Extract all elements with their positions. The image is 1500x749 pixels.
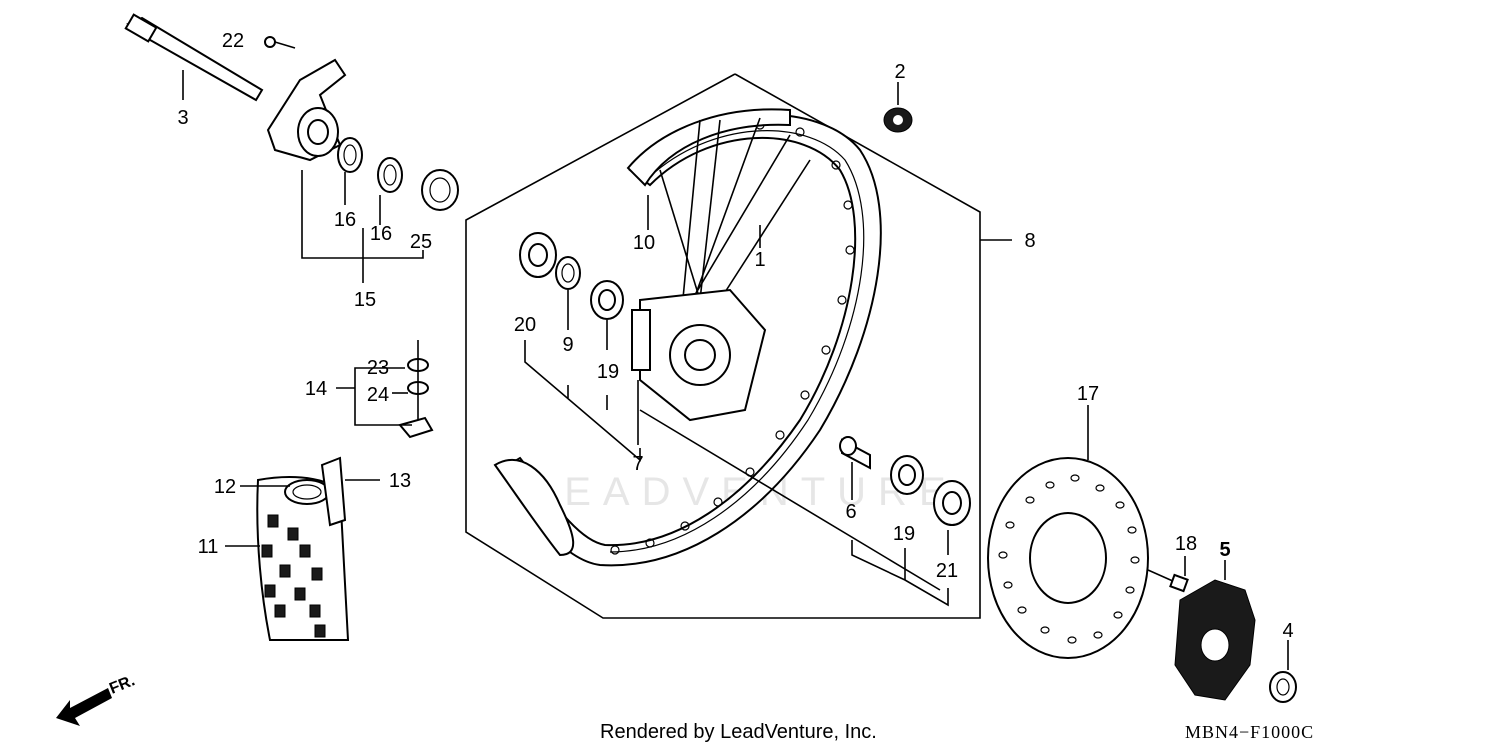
callout-16a: 16 bbox=[334, 209, 356, 231]
rim-band-13 bbox=[320, 456, 347, 527]
washer-16a bbox=[337, 137, 363, 173]
credit-text: Rendered by LeadVenture, Inc. bbox=[600, 721, 877, 743]
rim-band-upper bbox=[626, 108, 791, 187]
callout-15: 15 bbox=[354, 289, 376, 311]
bearing-20 bbox=[519, 232, 557, 278]
tire-11 bbox=[256, 476, 350, 641]
spacer-6 bbox=[839, 436, 871, 470]
washer-16b bbox=[377, 157, 403, 193]
callout-23: 23 bbox=[367, 357, 389, 379]
leader-14 bbox=[354, 367, 412, 426]
tube-12 bbox=[284, 479, 330, 505]
leader-axis bbox=[639, 409, 941, 591]
rim-band-lower bbox=[493, 459, 575, 557]
callout-4: 4 bbox=[1282, 620, 1293, 642]
bearing-19-left bbox=[590, 280, 624, 320]
collar-4 bbox=[1269, 671, 1297, 703]
callout-16b: 16 bbox=[370, 223, 392, 245]
callout-21: 21 bbox=[936, 560, 958, 582]
valve-stem bbox=[398, 340, 434, 439]
axle-3 bbox=[124, 13, 264, 102]
wheel-hub bbox=[631, 288, 767, 422]
bearing-19-right bbox=[890, 455, 924, 495]
callout-3: 3 bbox=[177, 107, 188, 129]
retainer-9 bbox=[555, 256, 581, 290]
callout-14: 14 bbox=[305, 378, 327, 400]
seal-21 bbox=[933, 480, 971, 526]
callout-8: 8 bbox=[1024, 230, 1035, 252]
callout-10: 10 bbox=[633, 232, 655, 254]
callout-19a: 19 bbox=[597, 361, 619, 383]
gear-25 bbox=[421, 169, 459, 211]
wheel-assembly-boundary bbox=[465, 73, 981, 619]
front-direction-label: FR. bbox=[107, 672, 137, 697]
callout-24: 24 bbox=[367, 384, 389, 406]
callout-labels: 1 2 3 4 5 6 7 8 9 10 11 12 13 14 15 16 1… bbox=[177, 30, 1293, 642]
callout-7: 7 bbox=[632, 453, 643, 475]
callout-17: 17 bbox=[1077, 383, 1099, 405]
callout-19b: 19 bbox=[893, 523, 915, 545]
front-direction-arrow: FR. bbox=[56, 672, 137, 726]
callout-12: 12 bbox=[214, 476, 236, 498]
leader-bottom-left bbox=[524, 340, 641, 462]
callout-22: 22 bbox=[222, 30, 244, 52]
callout-18: 18 bbox=[1175, 533, 1197, 555]
collar-2 bbox=[883, 107, 913, 133]
bolt-22 bbox=[264, 36, 296, 49]
callout-20: 20 bbox=[514, 314, 536, 336]
bolt-18 bbox=[1147, 569, 1189, 593]
callout-6: 6 bbox=[845, 501, 856, 523]
brake-disc-17 bbox=[987, 457, 1149, 659]
callout-25: 25 bbox=[410, 231, 432, 253]
callout-5: 5 bbox=[1219, 539, 1230, 561]
callout-13: 13 bbox=[389, 470, 411, 492]
callout-1: 1 bbox=[754, 249, 765, 271]
speedometer-gearbox bbox=[266, 58, 347, 162]
callout-9: 9 bbox=[562, 334, 573, 356]
callout-2: 2 bbox=[894, 61, 905, 83]
leader-bottom-right bbox=[851, 540, 949, 607]
callout-11: 11 bbox=[198, 536, 219, 558]
disc-hub-5 bbox=[1174, 579, 1256, 701]
diagram-code: MBN4−F1000C bbox=[1185, 722, 1314, 742]
